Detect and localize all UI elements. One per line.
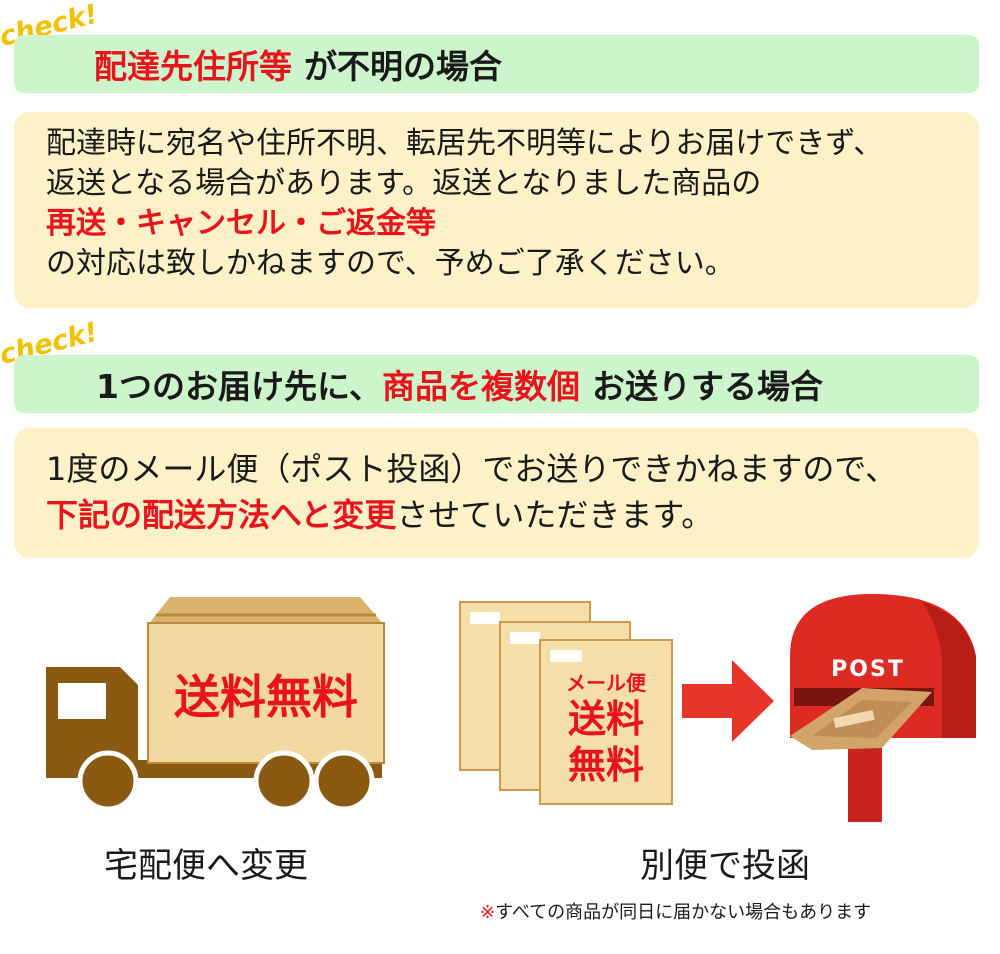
post-box-illustration: POST bbox=[790, 594, 976, 822]
section1-note: 配達時に宛名や住所不明、転居先不明等によりお届けできず、 返送となる場合がありま… bbox=[14, 112, 979, 308]
section2-heading-red: 商品を複数個 bbox=[381, 367, 580, 406]
mail-caption: 別便で投函 bbox=[640, 846, 810, 886]
section2-heading-black2: お送りする場合 bbox=[591, 367, 823, 406]
truck-wheel bbox=[77, 750, 139, 812]
section1-heading-black: が不明の場合 bbox=[304, 47, 502, 86]
section1-heading: 配達先住所等 が不明の場合 bbox=[14, 35, 979, 93]
section1-line1: 配達時に宛名や住所不明、転居先不明等によりお届けできず、 bbox=[46, 126, 884, 161]
truck-caption: 宅配便へ変更 bbox=[104, 846, 308, 886]
section1-line3: 再送・キャンセル・ご返金等 bbox=[46, 206, 436, 241]
envelope-label-1: メール便 bbox=[566, 671, 647, 695]
truck-window bbox=[58, 683, 106, 719]
section1-heading-red: 配達先住所等 bbox=[94, 47, 292, 86]
post-box-stand bbox=[848, 738, 882, 822]
footnote-mark: ※ bbox=[480, 902, 496, 923]
section2-line2: 下記の配送方法へと変更させていただきます。 bbox=[46, 492, 979, 538]
arrow-right-icon bbox=[682, 660, 774, 742]
envelope-label-3: 無料 bbox=[568, 743, 644, 787]
envelope-label-2: 送料 bbox=[568, 697, 644, 741]
truck-wheel bbox=[313, 750, 375, 812]
cargo-box bbox=[147, 622, 385, 764]
section1-line2: 返送となる場合があります。返送となりました商品の bbox=[46, 166, 762, 201]
section2-note: 1度のメール便（ポスト投函）でお送りできかねますので、 下記の配送方法へと変更さ… bbox=[14, 428, 979, 558]
truck-free-shipping-label: 送料無料 bbox=[174, 670, 358, 724]
section2-line2-red: 下記の配送方法へと変更 bbox=[46, 496, 397, 534]
truck-wheel bbox=[253, 750, 315, 812]
footnote: ※すべての商品が同日に届かない場合もあります bbox=[480, 898, 871, 924]
section2-line2-black: させていただきます。 bbox=[396, 496, 714, 534]
footnote-text: すべての商品が同日に届かない場合もあります bbox=[495, 902, 872, 923]
section1-line4: の対応は致しかねますので、予めご了承ください。 bbox=[46, 246, 735, 281]
envelope-front bbox=[539, 639, 673, 805]
section2-heading: 1つのお届け先に、 商品を複数個 お送りする場合 bbox=[14, 355, 979, 413]
cargo-box-top bbox=[148, 597, 384, 625]
post-label: POST bbox=[831, 657, 905, 682]
mail-envelopes-illustration: メール便 送料 無料 bbox=[459, 601, 673, 805]
truck-illustration: 送料無料 bbox=[46, 597, 385, 812]
section2-line1: 1度のメール便（ポスト投函）でお送りできかねますので、 bbox=[46, 450, 898, 488]
section2-heading-black1: 1つのお届け先に、 bbox=[96, 367, 382, 406]
